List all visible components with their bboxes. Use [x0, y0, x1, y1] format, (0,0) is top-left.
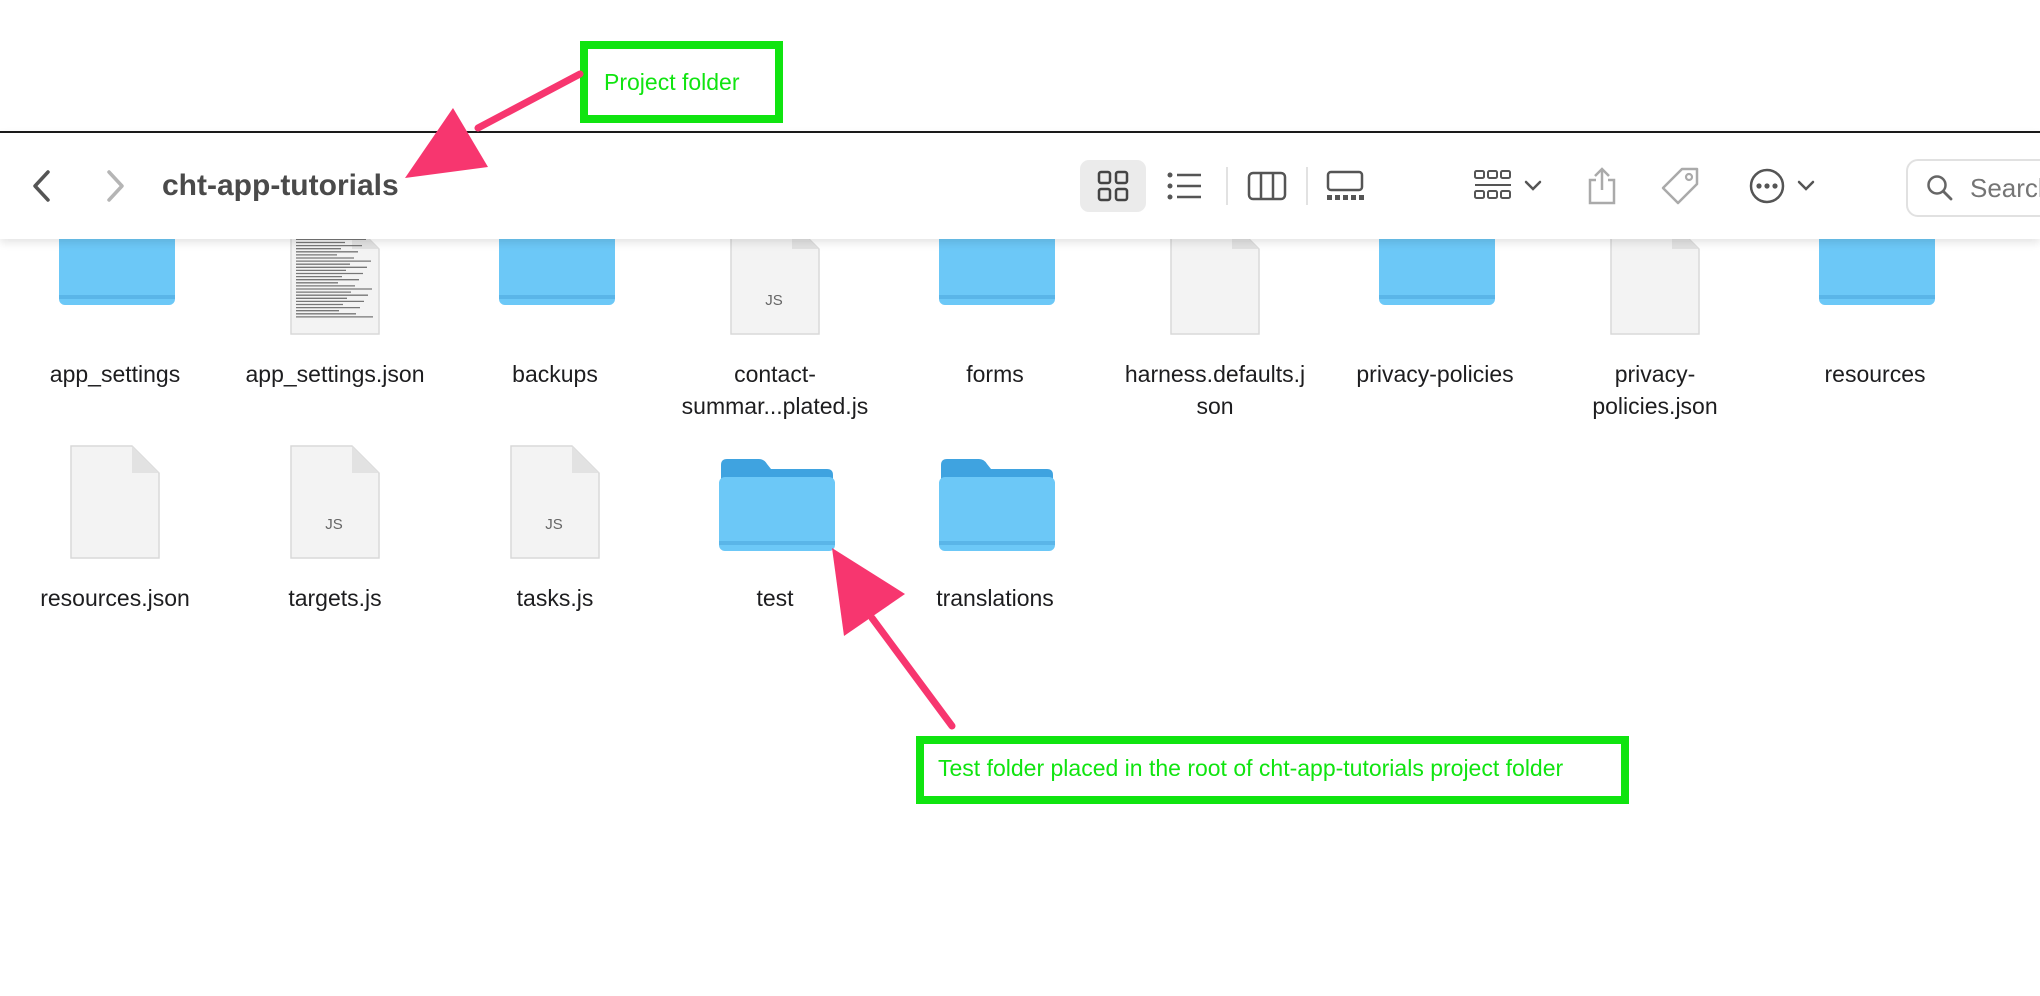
item-name: privacy-policies: [1325, 358, 1545, 390]
item-name-line: harness.defaults.j: [1124, 361, 1306, 387]
item-name-line: app_settings.json: [245, 361, 425, 387]
back-button[interactable]: [22, 166, 62, 206]
item-name: backups: [445, 358, 665, 390]
js-badge: JS: [325, 516, 343, 533]
item-name: resources.json: [5, 582, 225, 614]
item-name-line: translations: [936, 585, 1054, 611]
search-field[interactable]: [1906, 159, 2040, 217]
item-name: app_settings: [5, 358, 225, 390]
item-name-line: tasks.js: [516, 585, 594, 611]
finder-toolbar: cht-app-tutorials: [0, 131, 2040, 239]
item-name-line: privacy-: [1614, 361, 1696, 387]
share-icon: [1588, 167, 1616, 205]
item-name: contact-summar...plated.js: [665, 358, 885, 422]
file-item[interactable]: JS contact-summar...plated.js: [665, 221, 885, 419]
chevron-right-icon: [107, 170, 124, 202]
item-name-line: summar...plated.js: [681, 393, 869, 419]
item-name: resources: [1765, 358, 1985, 390]
gallery-view-button[interactable]: [1320, 160, 1370, 212]
search-input[interactable]: [1968, 171, 2040, 205]
js-badge: JS: [765, 292, 783, 309]
js-file-icon: JS: [510, 445, 600, 559]
more-actions-icon: [1749, 168, 1785, 204]
file-item[interactable]: JS targets.js: [225, 237, 445, 611]
item-name: app_settings.json: [225, 358, 445, 390]
folder-item[interactable]: privacy-policies: [1325, 213, 1545, 417]
file-item[interactable]: harness.defaults.j son: [1105, 221, 1325, 419]
folder-icon: [939, 459, 1055, 551]
file-item[interactable]: JS tasks.js: [445, 237, 665, 611]
share-button[interactable]: [1582, 160, 1622, 212]
tag-button[interactable]: [1658, 160, 1702, 212]
more-actions-button[interactable]: [1742, 160, 1822, 212]
chevron-down-icon: [1524, 180, 1542, 191]
item-name: test: [665, 582, 885, 614]
item-name: harness.defaults.j son: [1105, 358, 1325, 422]
item-name-line: privacy-policies: [1356, 361, 1514, 387]
forward-button[interactable]: [95, 166, 135, 206]
file-item[interactable]: privacy-policies.json: [1545, 221, 1765, 419]
item-name: tasks.js: [445, 582, 665, 614]
item-name-line: policies.json: [1592, 393, 1718, 419]
annotation-project-folder: Project folder: [580, 41, 783, 123]
item-name: privacy-policies.json: [1545, 358, 1765, 422]
window-title: cht-app-tutorials: [162, 169, 399, 202]
column-view-button[interactable]: [1242, 160, 1292, 212]
js-badge: JS: [545, 516, 563, 533]
item-name-line: test: [756, 585, 794, 611]
item-name-line: backups: [512, 361, 598, 387]
tag-icon: [1661, 167, 1699, 205]
js-file-icon: JS: [290, 445, 380, 559]
group-by-icon: [1474, 170, 1511, 199]
gallery-view-icon: [1326, 170, 1364, 200]
item-name: targets.js: [225, 582, 445, 614]
list-view-icon: [1167, 172, 1201, 200]
column-view-icon: [1247, 171, 1287, 201]
icon-view-button[interactable]: [1080, 160, 1146, 212]
annotation-project-folder-text: Project folder: [604, 69, 740, 95]
chevron-left-icon: [33, 170, 50, 202]
toolbar-separator: [1226, 167, 1228, 205]
item-name-line: app_settings: [49, 361, 181, 387]
file-icon: [70, 445, 160, 559]
annotation-test-folder-text: Test folder placed in the root of cht-ap…: [938, 755, 1564, 781]
icon-view-icon: [1097, 170, 1129, 202]
group-by-button[interactable]: [1468, 160, 1548, 212]
search-icon: [1927, 175, 1953, 201]
toolbar-separator: [1306, 167, 1308, 205]
item-name: translations: [885, 582, 1105, 614]
item-name-line: contact-: [734, 361, 816, 387]
annotation-test-folder: Test folder placed in the root of cht-ap…: [916, 736, 1629, 804]
folder-item[interactable]: translations: [885, 237, 1105, 611]
item-name-line: son: [1196, 393, 1234, 419]
folder-item[interactable]: resources: [1765, 213, 1985, 417]
list-view-button[interactable]: [1160, 160, 1210, 212]
item-name: forms: [885, 358, 1105, 390]
window-top-area: [0, 0, 2040, 131]
item-name-line: resources.json: [40, 585, 190, 611]
chevron-down-icon: [1797, 180, 1815, 191]
folder-item[interactable]: test: [665, 237, 885, 611]
folder-icon: [719, 459, 835, 551]
item-name-line: forms: [966, 361, 1024, 387]
file-item[interactable]: resources.json: [5, 237, 225, 611]
item-name-line: targets.js: [288, 585, 382, 611]
item-name-line: resources: [1824, 361, 1926, 387]
